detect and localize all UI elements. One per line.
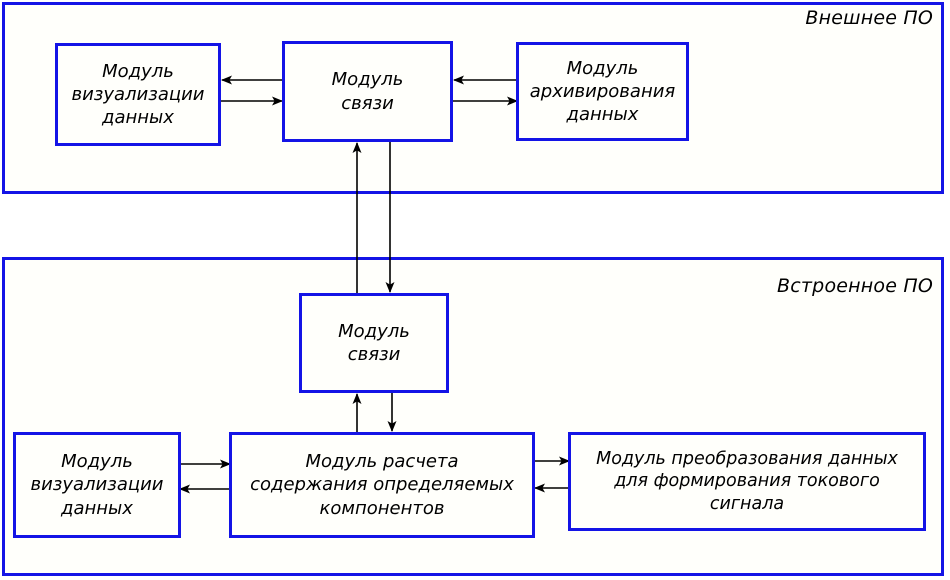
container-external-software-label: Внешнее ПО bbox=[805, 7, 933, 29]
container-embedded-software-label: Встроенное ПО bbox=[777, 275, 933, 297]
